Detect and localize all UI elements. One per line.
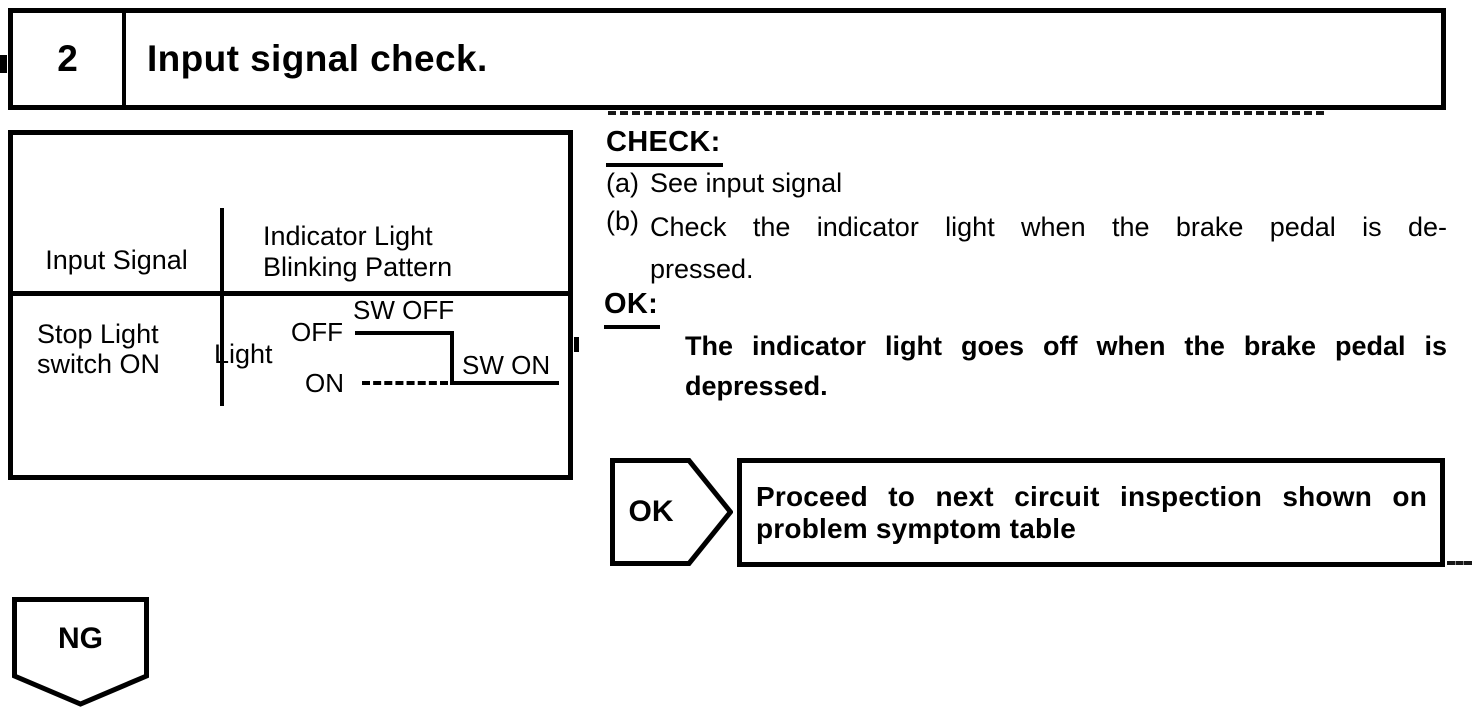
result-box: Proceed to next circuit inspection shown… [737,458,1445,567]
list-text: Check the indicator light when the brake… [650,206,1447,290]
column-header-line: Indicator Light [263,221,433,251]
text-line: Check the indicator light when the brake… [650,212,1447,242]
waveform-high-segment-line [355,331,454,335]
check-item-b: (b) Check the indicator light when the b… [606,206,1447,290]
ok-connector-shape [610,458,734,566]
table-row-divider [13,291,568,296]
waveform-switch-off-label: SW OFF [353,295,455,325]
step-title: Input signal check. [147,38,488,79]
cell-stop-light-switch: Stop Light switch ON [37,319,160,379]
cell-line: switch ON [37,349,161,379]
text-line: The indicator light goes off when the br… [685,331,1447,361]
waveform-step-down-line [450,331,454,385]
column-header-blinking-pattern: Indicator Light Blinking Pattern [263,221,452,283]
input-signal-table: Input Signal Indicator Light Blinking Pa… [8,130,573,480]
ok-heading: OK: [604,288,661,329]
ok-connector-label: OK [628,495,674,528]
text-line: pressed. [650,254,754,284]
check-heading: CHECK: [606,126,723,167]
ok-statement: The indicator light goes off when the br… [685,326,1447,406]
text-line: Proceed to next circuit inspection shown… [756,480,1427,512]
ng-connector: NG [12,597,149,707]
waveform-switch-on-label: SW ON [462,350,551,380]
scan-artifact-line [1447,561,1472,565]
scan-noise [0,55,7,73]
ng-connector-label: NG [58,621,103,655]
waveform-high-level-label: OFF [291,317,343,347]
text-line: depressed. [685,371,828,401]
column-header-line: Blinking Pattern [263,252,453,282]
waveform-low-segment-line [453,381,559,385]
step-header-box: 2 Input signal check. [8,8,1446,110]
ng-connector-shape [12,597,149,707]
waveform-source-label: Light [214,339,273,369]
text-line: problem symptom table [756,512,1077,544]
column-header-input-signal: Input Signal [45,245,188,275]
check-item-a: (a) See input signal [606,168,842,199]
list-label: (a) [606,168,639,198]
waveform-dashed-baseline [362,381,448,385]
ok-connector: OK [610,458,734,566]
list-text: See input signal [650,168,843,198]
table-column-divider [220,208,224,406]
cell-line: Stop Light [37,319,159,349]
scan-noise [574,337,579,352]
step-number: 2 [13,13,126,105]
list-label: (b) [606,206,639,236]
scan-artifact-line [608,111,1324,115]
waveform-low-level-label: ON [305,368,344,398]
